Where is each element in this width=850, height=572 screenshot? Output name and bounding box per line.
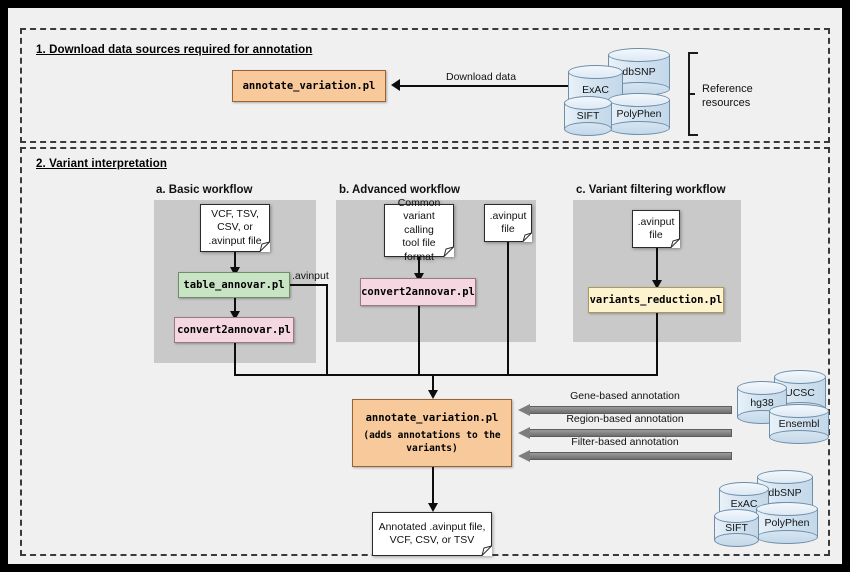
reference-resources-bracket (688, 52, 700, 136)
process-label: convert2annovar.pl (361, 285, 475, 298)
process-variants-reduction[interactable]: variants_reduction.pl (588, 287, 724, 313)
merge-busbar (233, 373, 658, 376)
edge-basic-note-to-table-annovar (233, 252, 237, 270)
download-data-label: Download data (446, 71, 517, 83)
output-line-2: VCF, CSV, or TSV (389, 534, 475, 546)
input-note-filtering-text: .avinput file (634, 214, 679, 245)
input-note-advanced-avinput-text: .avinput file (486, 208, 531, 239)
download-data-arrowhead (391, 79, 400, 91)
note-line-1: VCF, TSV, (211, 207, 259, 220)
output-note-text: Annotated .avinput file, VCF, CSV, or TS… (375, 519, 490, 550)
note-line-2: file (501, 223, 515, 235)
input-note-basic-text: VCF, TSV, CSV, or .avinput file (204, 206, 265, 250)
edge-filtering-note-to-variants-reduction (655, 248, 659, 285)
edge-basic-note-arrowhead (229, 267, 240, 276)
database-label: SIFT (725, 522, 748, 534)
edge-basic-to-busbar (233, 343, 237, 376)
database-label: dbSNP (768, 487, 802, 499)
note-line-2: CSV, or (217, 221, 253, 234)
note-line-2: variant calling (403, 210, 435, 236)
database-label: dbSNP (622, 66, 656, 78)
edge-filtering-note-arrowhead (651, 280, 662, 289)
database-label: SIFT (576, 110, 600, 122)
process-annotate-variation-download[interactable]: annotate_variation.pl (232, 70, 386, 102)
process-convert2annovar-advanced[interactable]: convert2annovar.pl (360, 278, 476, 306)
database-label: PolyPhen (764, 517, 810, 529)
branch-avinput-vertical (325, 283, 328, 376)
database-label: ExAC (730, 498, 758, 510)
process-label: variants_reduction.pl (589, 293, 723, 306)
edge-annotate-variation-to-output (431, 467, 435, 508)
edge-advanced-note-arrowhead (413, 273, 424, 282)
process-sublabel: (adds annotations to the variants) (363, 430, 500, 456)
annotation-arrow-gene-based: Gene-based annotation (518, 390, 732, 416)
note-line-2: file (649, 229, 663, 241)
edge-filtering-to-busbar (655, 313, 659, 376)
note-line-3: tool file (402, 237, 436, 250)
database-label: PolyPhen (616, 108, 662, 120)
database-label: hg38 (750, 396, 774, 409)
figure-frame: 1. Download data sources required for an… (8, 8, 842, 564)
annotation-arrow-filter-based: Filter-based annotation (518, 436, 732, 462)
input-note-basic: VCF, TSV, CSV, or .avinput file (200, 204, 270, 252)
database-cylinder-ensembl: Ensembl (769, 404, 829, 444)
workflow-title-filtering: c. Variant filtering workflow (576, 184, 726, 196)
edge-advanced-to-busbar (417, 306, 421, 376)
process-sublabel-line1: (adds annotations to the (363, 429, 501, 441)
download-data-line (400, 84, 582, 87)
reference-resources-label-line2: resources (702, 97, 751, 110)
database-label: ExAC (582, 84, 609, 96)
reference-resources-label-line1: Reference (702, 83, 753, 95)
database-cylinder-sift: SIFT (564, 96, 612, 136)
annotation-arrow-region-based: Region-based annotation (518, 413, 732, 439)
note-line-3: .avinput file (208, 234, 262, 247)
output-line-1: Annotated .avinput file, (378, 520, 486, 533)
database-cylinder-polyphen-2: PolyPhen (756, 502, 818, 544)
database-cylinder-sift-2: SIFT (714, 509, 759, 547)
database-cylinder-polyphen: PolyPhen (608, 93, 670, 135)
workflow-title-advanced: b. Advanced workflow (339, 184, 460, 196)
output-note: Annotated .avinput file, VCF, CSV, or TS… (372, 512, 492, 556)
annotation-arrow-label: Region-based annotation (566, 413, 684, 425)
note-line-1: .avinput (637, 215, 675, 228)
input-note-advanced-text: Common variant calling tool file format (384, 195, 454, 266)
branch-avinput-label: .avinput (292, 270, 329, 282)
annotation-arrow-label: Filter-based annotation (571, 436, 679, 448)
edge-table-to-convert2annovar (233, 298, 237, 314)
process-label: annotate_variation.pl (365, 411, 499, 424)
process-convert2annovar-basic[interactable]: convert2annovar.pl (174, 317, 294, 343)
section-1-title: 1. Download data sources required for an… (36, 44, 313, 56)
note-line-1: Common (397, 196, 441, 209)
reference-resources-label: Reference resources (702, 82, 753, 111)
database-label: Ensembl (778, 418, 820, 430)
process-label: convert2annovar.pl (177, 323, 291, 336)
input-note-advanced: Common variant calling tool file format (384, 197, 454, 263)
workflow-title-basic: a. Basic workflow (156, 184, 253, 196)
annotation-arrow-label: Gene-based annotation (570, 390, 680, 402)
edge-advanced-note-to-convert2annovar (417, 257, 421, 276)
database-label: UCSC (785, 387, 815, 399)
process-label: table_annovar.pl (183, 278, 285, 291)
section-2-title: 2. Variant interpretation (36, 158, 167, 170)
edge-output-arrowhead (427, 503, 438, 512)
edge-busbar-to-annotate-variation (431, 373, 435, 394)
edge-busbar-arrowhead (427, 390, 438, 399)
input-note-advanced-avinput: .avinput file (484, 204, 532, 242)
process-label: annotate_variation.pl (242, 79, 376, 92)
note-line-1: .avinput (489, 209, 527, 222)
edge-advanced-avinput-to-busbar (506, 242, 510, 376)
input-note-filtering: .avinput file (632, 210, 680, 248)
process-annotate-variation-central[interactable]: annotate_variation.pl (adds annotations … (352, 399, 512, 467)
branch-avinput-horizontal (290, 283, 328, 287)
edge-table-to-convert2annovar-arrowhead (229, 311, 240, 320)
process-sublabel-line2: variants) (406, 442, 458, 454)
process-table-annovar[interactable]: table_annovar.pl (178, 272, 290, 298)
